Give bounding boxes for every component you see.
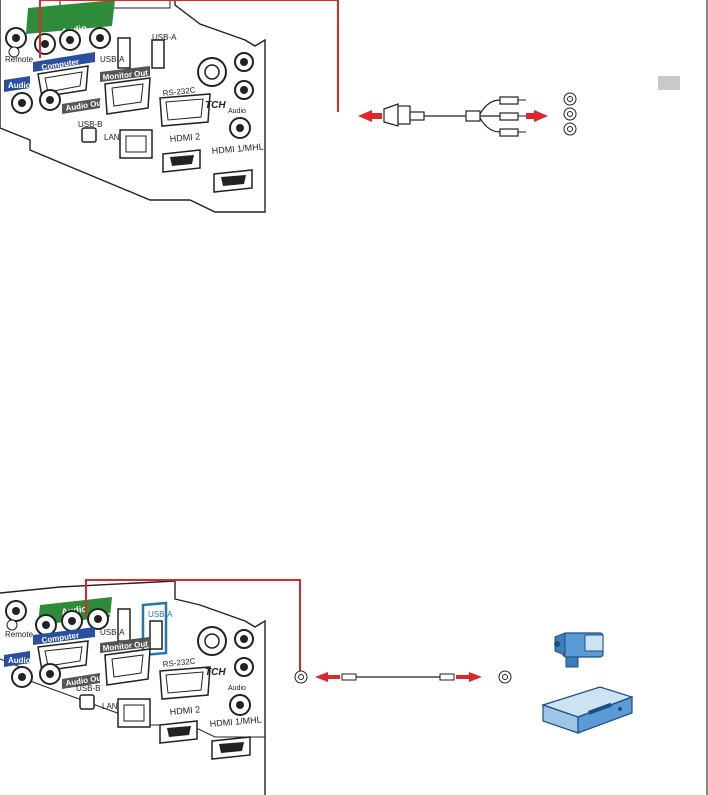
hdmi2-label-b: HDMI 2: [169, 704, 200, 717]
monitor-out-band: [100, 66, 150, 82]
rca-jack-left-top: [5, 27, 27, 49]
remote-label: Remote: [5, 55, 34, 64]
monitor-out-vga-port-b: [104, 648, 151, 686]
audio-left-band: [4, 76, 30, 92]
audio-out-jack: [39, 89, 61, 111]
component-output-jacks: [563, 92, 577, 136]
lan-label-b: LAN: [102, 702, 118, 711]
rs232c-port: [159, 93, 211, 127]
page-tab-marker: [658, 76, 680, 90]
audio-left-label-b: Audio: [8, 656, 31, 665]
audio-right-label-b: Audio: [228, 685, 246, 692]
lan-label: LAN: [104, 133, 120, 142]
tch-label-b: TCH: [205, 667, 226, 678]
hdmi1-label-b: HDMI 1/MHL: [209, 714, 262, 728]
rca-jack-extra: [89, 27, 111, 49]
projector-port-panel-top: [0, 0, 266, 213]
audio-out-band-b: [62, 673, 100, 689]
usb-a-port-vertical: [117, 37, 131, 69]
bottom-connection-diagram: Audio Video Remote Computer Audio Audio …: [0, 579, 634, 795]
video-player-icon: [541, 686, 634, 734]
rs232c-label: RS-232C: [162, 86, 196, 98]
hdmi2-port: [162, 149, 201, 173]
usb-a-top-label-b: USB-A: [148, 610, 173, 619]
usb-a-label: USB-A: [100, 55, 125, 64]
tch-jack: [197, 57, 227, 87]
audio-left-band-b: [4, 651, 30, 667]
rca-jack-b3: [61, 610, 83, 632]
usb-a-top-label: USB-A: [152, 33, 177, 42]
hdmi2-port-b: [159, 720, 198, 744]
rca-jack-b2: [35, 614, 57, 636]
audio-right-jack: [229, 117, 251, 139]
lan-port-socket: [125, 135, 147, 153]
audio-out-band: [62, 98, 100, 114]
lan-port: [119, 129, 153, 159]
video-jack-b: [87, 608, 109, 630]
tch-jack-b: [197, 626, 227, 656]
right-jack-b2: [234, 657, 254, 677]
monitor-out-vga-port: [104, 77, 151, 115]
audio-in-jack-b: [11, 666, 33, 688]
right-arrow-b: [456, 672, 482, 682]
rca-jack-video: [59, 29, 81, 51]
usb-a-port-top: [151, 39, 165, 69]
right-jack-b1: [234, 629, 254, 649]
rca-jack-b1: [5, 600, 27, 622]
tch-label: TCH: [205, 100, 226, 111]
remote-jack: [8, 46, 20, 58]
lan-port-b: [117, 698, 151, 728]
rs232c-port-b: [159, 666, 211, 700]
audio-cable: [294, 670, 512, 684]
cable-end-jack-right: [498, 670, 512, 684]
cable-end-jack-left: [294, 670, 308, 684]
monitor-out-band-b: [100, 637, 150, 653]
lan-port-socket-b: [123, 704, 145, 722]
audio-video-label-band: [26, 0, 115, 34]
audio-right-label: Audio: [228, 108, 246, 115]
usb-b-port: [81, 127, 97, 143]
left-arrow: [358, 110, 382, 122]
connection-line-bottom: [85, 579, 301, 671]
rca-jack-audio: [34, 33, 56, 55]
usb-a-label-b: USB-A: [100, 628, 125, 637]
right-jack-1: [234, 52, 254, 72]
vga-to-component-cable: [358, 96, 548, 137]
usb-a-port-highlighted: [149, 620, 163, 650]
usb-b-label: USB-B: [78, 120, 102, 129]
audio-right-jack-b: [229, 694, 251, 716]
page-edge-bar: [706, 0, 708, 795]
usb-b-label-b: USB-B: [76, 684, 100, 693]
camcorder-icon: [554, 632, 604, 668]
audio-in-jack: [11, 92, 33, 114]
audio-out-label: Audio Out: [65, 98, 105, 113]
usb-b-port-b: [79, 694, 95, 710]
audio-out-jack-b: [39, 663, 61, 685]
connection-line-top: [39, 0, 339, 112]
computer-label-band: [33, 52, 95, 72]
right-jack-2: [234, 80, 254, 100]
rs232c-label-b: RS-232C: [162, 657, 196, 669]
hdmi2-label: HDMI 2: [169, 131, 200, 144]
remote-label-b: Remote: [5, 630, 34, 639]
hdmi1-label: HDMI 1/MHL: [211, 141, 264, 155]
remote-jack-b: [6, 619, 18, 631]
hdmi1-port-b: [211, 736, 251, 760]
computer-label-band-b: [33, 627, 95, 645]
right-arrow: [526, 110, 548, 122]
audio-left-label: Audio: [8, 81, 31, 90]
left-arrow-b: [315, 672, 340, 682]
hdmi1-port: [213, 169, 253, 193]
top-connection-diagram: Audio Video Remote Computer Audio Audio …: [0, 0, 577, 213]
